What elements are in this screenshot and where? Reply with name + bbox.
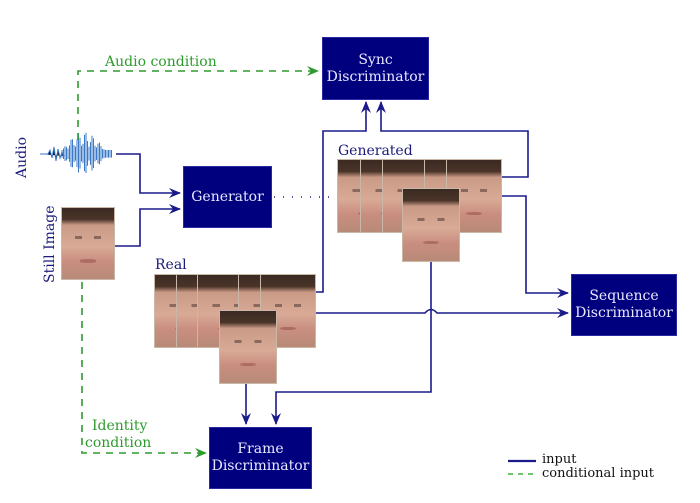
sync-discriminator-line2: Discriminator bbox=[326, 68, 425, 85]
real-to-sequence-line bbox=[316, 308, 569, 318]
real-to-sync-line bbox=[316, 101, 371, 293]
legend-conditional-label: conditional input bbox=[542, 466, 655, 481]
frame-discriminator-node: Frame Discriminator bbox=[209, 427, 312, 489]
legend-input-label: input bbox=[542, 452, 577, 467]
still-image-face bbox=[61, 207, 115, 280]
audio-label: Audio bbox=[14, 137, 30, 178]
identity-condition-label-line2: condition bbox=[85, 435, 152, 451]
generated-label: Generated bbox=[338, 143, 413, 159]
sequence-discriminator-node: Sequence Discriminator bbox=[571, 274, 677, 336]
audio-condition-line bbox=[77, 66, 319, 140]
sequence-discriminator-line2: Discriminator bbox=[575, 305, 673, 321]
still-image-label: Still Image bbox=[42, 205, 58, 284]
generator-label: Generator bbox=[191, 188, 264, 205]
frame-discriminator-line1: Frame bbox=[237, 441, 284, 457]
identity-condition-label-line1: Identity bbox=[92, 418, 148, 434]
audio-condition-label: Audio condition bbox=[105, 54, 217, 70]
real-label: Real bbox=[155, 257, 187, 273]
real-selected-frame bbox=[219, 310, 277, 384]
sequence-discriminator-line1: Sequence bbox=[589, 288, 659, 304]
audio-to-generator-line bbox=[116, 153, 181, 198]
generated-to-frame-line bbox=[271, 262, 432, 425]
audio-waveform bbox=[40, 132, 112, 173]
generated-selected-frame bbox=[402, 188, 460, 262]
still-to-generator-line bbox=[114, 204, 181, 247]
generator-node: Generator bbox=[183, 166, 272, 228]
generated-to-sequence-line bbox=[502, 195, 569, 298]
sync-discriminator-line1: Sync bbox=[358, 51, 393, 68]
frame-discriminator-line2: Discriminator bbox=[211, 458, 310, 474]
generated-to-sync-line bbox=[376, 101, 529, 178]
identity-condition-line bbox=[81, 282, 207, 458]
sync-discriminator-node: Sync Discriminator bbox=[322, 37, 429, 100]
